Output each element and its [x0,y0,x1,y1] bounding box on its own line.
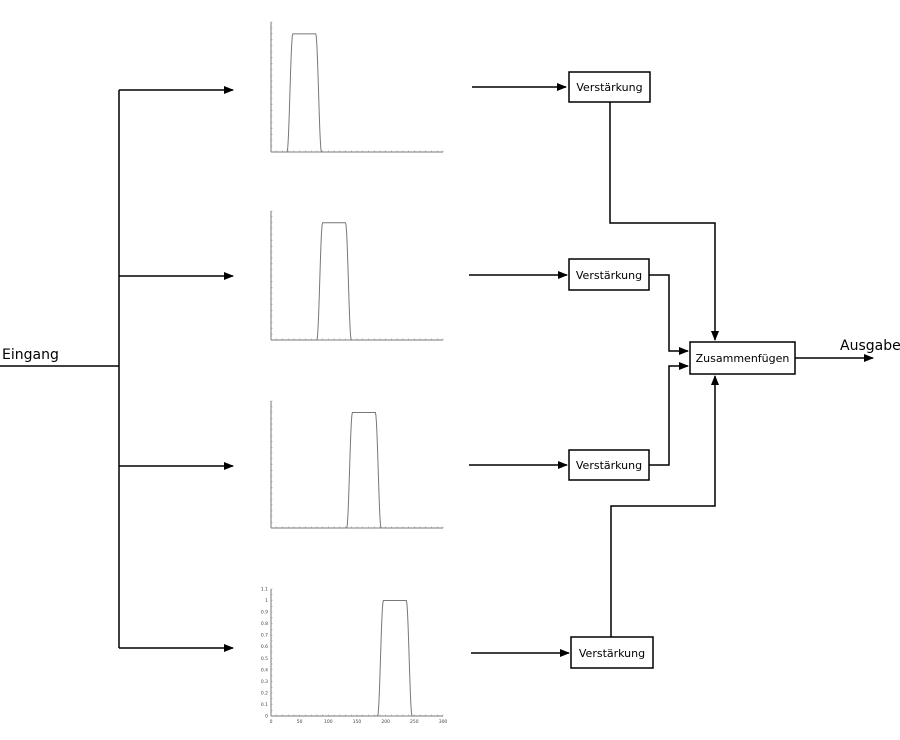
amp-block-4[interactable]: Verstärkung [570,636,654,669]
bottom-plot-y-tick-label: 0.4 [261,667,268,673]
bottom-plot-x-tick-label: 150 [353,719,362,725]
input-branch-lines [0,86,234,652]
plot-2-response-curve [271,222,443,341]
amp-block-3[interactable]: Verstärkung [568,449,650,481]
bottom-plot-y-tick-label: 0 [265,714,268,720]
bottom-plot-y-tick-label: 0.9 [261,610,268,616]
output-label: Ausgabe [840,338,900,354]
plot-4-response-curve [271,600,443,717]
bottom-plot-x-tick-label: 250 [410,719,419,725]
plot-to-amp-lines [469,83,570,657]
bottom-plot-y-tick-label: 0.6 [261,644,268,650]
amp-block-1[interactable]: Verstärkung [568,71,651,103]
bottom-plot-x-tick-label: 100 [324,719,333,725]
bottom-plot-y-tick-label: 1 [265,598,268,604]
amp-label-3: Verstärkung [576,459,642,472]
merge-label: Zusammenfügen [696,352,790,365]
amp-block-2[interactable]: Verstärkung [568,258,650,291]
amp-to-merge-lines [609,102,719,637]
input-label: Eingang [2,347,59,363]
bottom-plot-y-tick-label: 0.3 [261,679,268,685]
bottom-plot-x-tick-label: 200 [381,719,390,725]
bottom-plot-x-tick-label: 50 [297,719,303,725]
bottom-plot-y-tick-label: 0.1 [261,702,268,708]
amp-label-1: Verstärkung [576,81,642,94]
merge-block[interactable]: Zusammenfügen [689,341,796,375]
bottom-plot-y-tick-label: 0.5 [261,656,268,662]
amp-label-4: Verstärkung [579,647,645,660]
bottom-plot-x-tick-label: 0 [270,719,273,725]
plot-3-response-curve [271,412,443,529]
bottom-plot-x-tick-label: 300 [439,719,448,725]
bottom-plot-y-tick-label: 0.7 [261,633,268,639]
bottom-plot-y-tick-label: 0.2 [261,690,268,696]
amp-label-2: Verstärkung [576,269,642,282]
bottom-plot-y-tick-label: 0.8 [261,621,268,627]
plot-1-response-curve [271,33,443,153]
bottom-plot-tick-labels: 0 0.1 0.2 0.3 0.4 0.5 0.6 0.7 0.8 0.9 1 1.1 0 50 100 15… [261,587,448,726]
bottom-plot-y-tick-label: 1.1 [261,587,268,593]
filter-plots [270,21,444,717]
